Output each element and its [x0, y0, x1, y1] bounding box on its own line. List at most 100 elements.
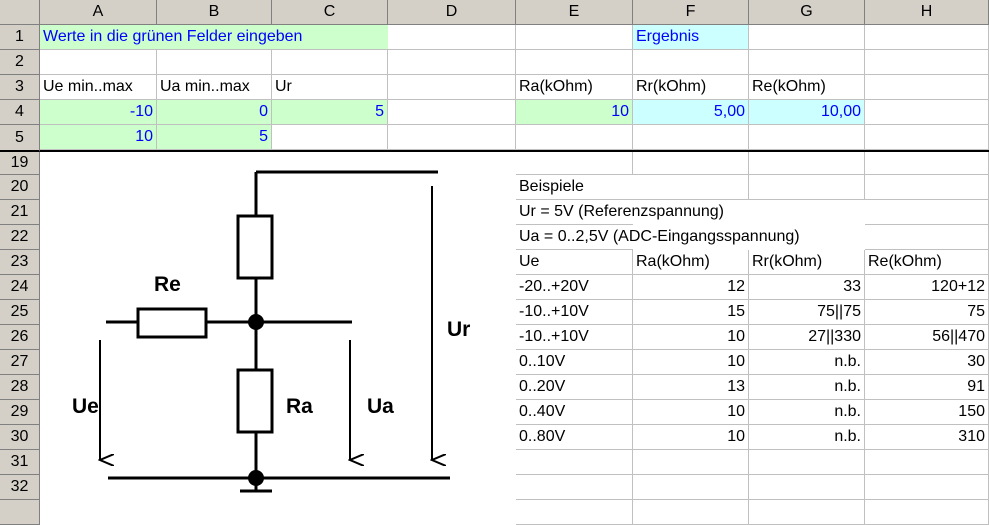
example-value[interactable]: 91: [865, 375, 989, 400]
row-header-19[interactable]: 19: [0, 152, 40, 175]
cell-f19[interactable]: [633, 152, 749, 175]
result-label-cell[interactable]: Ergebnis: [633, 25, 749, 50]
examples-header-ra[interactable]: Ra(kOhm): [633, 250, 749, 275]
cell-e1[interactable]: [516, 25, 633, 50]
example-value[interactable]: n.b.: [749, 425, 865, 450]
header-ua-cell[interactable]: Ua min..max: [157, 75, 272, 100]
input-ue-min[interactable]: -10: [40, 100, 157, 125]
cell-f31[interactable]: [633, 450, 749, 475]
result-re[interactable]: 10,00: [749, 100, 865, 125]
cell-e33[interactable]: [516, 500, 633, 525]
example-value[interactable]: 10: [633, 350, 749, 375]
cell-c2[interactable]: [272, 50, 388, 75]
cell-g33[interactable]: [749, 500, 865, 525]
header-ra-cell[interactable]: Ra(kOhm): [516, 75, 633, 100]
row-header-31[interactable]: 31: [0, 450, 40, 475]
example-ue-range[interactable]: 0..80V: [516, 425, 633, 450]
row-header-26[interactable]: 26: [0, 325, 40, 350]
example-value[interactable]: 310: [865, 425, 989, 450]
column-header-f[interactable]: F: [633, 0, 749, 25]
row-header-25[interactable]: 25: [0, 300, 40, 325]
cell-c5[interactable]: [272, 125, 388, 150]
cell-h31[interactable]: [865, 450, 989, 475]
examples-header-re[interactable]: Re(kOhm): [865, 250, 989, 275]
column-header-h[interactable]: H: [865, 0, 989, 25]
cell-g20[interactable]: [749, 175, 865, 200]
cell-b2[interactable]: [157, 50, 272, 75]
row-header-21[interactable]: 21: [0, 200, 40, 225]
cell-d4[interactable]: [388, 100, 516, 125]
example-value[interactable]: 13: [633, 375, 749, 400]
cell-h20[interactable]: [865, 175, 989, 200]
cell-h2[interactable]: [865, 50, 989, 75]
cell-e32[interactable]: [516, 475, 633, 500]
input-ue-max[interactable]: 10: [40, 125, 157, 150]
example-ue-range[interactable]: 0..40V: [516, 400, 633, 425]
row-header-29[interactable]: 29: [0, 400, 40, 425]
column-header-b[interactable]: B: [157, 0, 272, 25]
cell-f2[interactable]: [633, 50, 749, 75]
input-ua-max[interactable]: 5: [157, 125, 272, 150]
cell-e31[interactable]: [516, 450, 633, 475]
cell-d5[interactable]: [388, 125, 516, 150]
instruction-cell[interactable]: Werte in die grünen Felder eingeben: [40, 25, 388, 50]
input-ua-min[interactable]: 0: [157, 100, 272, 125]
example-value[interactable]: n.b.: [749, 350, 865, 375]
cell-e19[interactable]: [516, 152, 633, 175]
examples-title[interactable]: Beispiele: [516, 175, 633, 200]
row-header-23[interactable]: 23: [0, 250, 40, 275]
cell-h4[interactable]: [865, 100, 989, 125]
example-value[interactable]: n.b.: [749, 375, 865, 400]
example-value[interactable]: 75: [865, 300, 989, 325]
cell-h33[interactable]: [865, 500, 989, 525]
row-header-5[interactable]: 5: [0, 125, 40, 152]
header-ur-cell[interactable]: Ur: [272, 75, 388, 100]
examples-header-rr[interactable]: Rr(kOhm): [749, 250, 865, 275]
header-ue-cell[interactable]: Ue min..max: [40, 75, 157, 100]
column-header-a[interactable]: A: [40, 0, 157, 25]
example-value[interactable]: 120+12: [865, 275, 989, 300]
example-value[interactable]: 33: [749, 275, 865, 300]
cell-h3[interactable]: [865, 75, 989, 100]
example-value[interactable]: 12: [633, 275, 749, 300]
cell-f5[interactable]: [633, 125, 749, 150]
example-value[interactable]: 56||470: [865, 325, 989, 350]
cell-e2[interactable]: [516, 50, 633, 75]
cell-g32[interactable]: [749, 475, 865, 500]
example-ue-range[interactable]: -10..+10V: [516, 300, 633, 325]
select-all-corner[interactable]: [0, 0, 40, 25]
column-header-e[interactable]: E: [516, 0, 633, 25]
cell-h22[interactable]: [865, 225, 989, 250]
examples-note-ua[interactable]: Ua = 0..2,5V (ADC-Eingangsspannung): [516, 225, 800, 250]
row-header-24[interactable]: 24: [0, 275, 40, 300]
cell-h32[interactable]: [865, 475, 989, 500]
example-value[interactable]: 150: [865, 400, 989, 425]
cell-d1[interactable]: [388, 25, 516, 50]
cell-h19[interactable]: [865, 152, 989, 175]
cell-a2[interactable]: [40, 50, 157, 75]
row-header-30[interactable]: 30: [0, 425, 40, 450]
examples-header-ue[interactable]: Ue: [516, 250, 633, 275]
cell-f20[interactable]: [633, 175, 749, 200]
example-value[interactable]: 30: [865, 350, 989, 375]
input-ur[interactable]: 5: [272, 100, 388, 125]
example-value[interactable]: n.b.: [749, 400, 865, 425]
cell-h5[interactable]: [865, 125, 989, 150]
cell-e5[interactable]: [516, 125, 633, 150]
input-ra[interactable]: 10: [516, 100, 633, 125]
cell-f33[interactable]: [633, 500, 749, 525]
cell-d2[interactable]: [388, 50, 516, 75]
cell-g19[interactable]: [749, 152, 865, 175]
example-value[interactable]: 10: [633, 325, 749, 350]
row-header-33[interactable]: [0, 500, 40, 525]
example-value[interactable]: 10: [633, 400, 749, 425]
cell-g2[interactable]: [749, 50, 865, 75]
row-header-2[interactable]: 2: [0, 50, 40, 75]
cell-h1[interactable]: [865, 25, 989, 50]
example-ue-range[interactable]: 0..10V: [516, 350, 633, 375]
example-ue-range[interactable]: -20..+20V: [516, 275, 633, 300]
header-re-cell[interactable]: Re(kOhm): [749, 75, 865, 100]
example-ue-range[interactable]: 0..20V: [516, 375, 633, 400]
cell-h21[interactable]: [865, 200, 989, 225]
row-header-22[interactable]: 22: [0, 225, 40, 250]
